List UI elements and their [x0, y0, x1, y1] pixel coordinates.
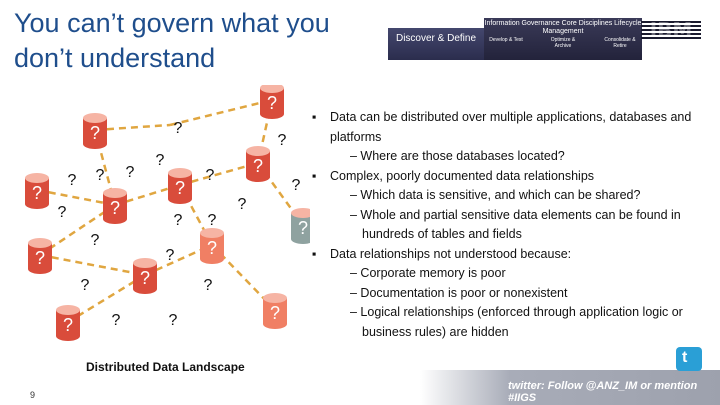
node-question-mark: ? [35, 248, 45, 268]
link-question-mark: ? [58, 204, 67, 221]
relationship-link [39, 253, 146, 277]
ibm-logo-text: IBM [650, 18, 693, 42]
database-node: ? [133, 258, 157, 294]
link-question-mark: ? [204, 277, 213, 294]
database-node: ? [200, 228, 224, 264]
link-question-mark: ? [96, 167, 105, 184]
database-node: ? [28, 238, 52, 274]
database-node: ? [83, 113, 107, 149]
discipline-develop-test[interactable]: Develop & Test [489, 37, 523, 43]
bullet-item: Data relationships not understood becaus… [310, 245, 716, 265]
database-node: ? [246, 146, 270, 182]
footer: twitter: Follow @ANZ_IM or mention #IIGS [0, 370, 720, 405]
discipline-consolidate-retire[interactable]: Consolidate & Retire [604, 37, 636, 49]
database-node: ? [260, 85, 284, 119]
link-question-mark: ? [81, 277, 90, 294]
node-question-mark: ? [207, 238, 217, 258]
page-number: 9 [30, 390, 36, 400]
bullet-item: – Which data is sensitive, and which can… [350, 188, 641, 202]
link-question-mark: ? [112, 312, 121, 329]
node-question-mark: ? [32, 183, 42, 203]
distributed-data-diagram: ???????????? ?????????????????? [25, 85, 310, 341]
relationship-link [169, 98, 273, 127]
database-node: ? [263, 293, 287, 329]
link-question-mark: ? [156, 152, 165, 169]
relationship-link [94, 123, 171, 132]
governance-header: Discover & Define Information Governance… [388, 18, 643, 60]
slide-title: You can’t govern what you don’t understa… [14, 8, 330, 73]
relationship-link [36, 188, 116, 207]
relationship-link [39, 203, 116, 257]
database-node: ? [103, 188, 127, 224]
link-question-mark: ? [166, 247, 175, 264]
bullet-list: Data can be distributed over multiple ap… [310, 108, 716, 342]
link-question-mark: ? [206, 167, 215, 184]
link-question-mark: ? [238, 196, 247, 213]
link-question-mark: ? [292, 177, 301, 194]
link-question-mark: ? [208, 212, 217, 229]
relationship-link [67, 273, 146, 324]
footer-bar [420, 370, 720, 405]
link-question-mark: ? [174, 212, 183, 229]
bullet-item: – Corporate memory is poor [350, 266, 506, 280]
link-question-mark: ? [169, 312, 178, 329]
link-question-mark: ? [126, 164, 135, 181]
node-question-mark: ? [298, 218, 308, 238]
link-question-mark: ? [278, 132, 287, 149]
node-question-mark: ? [90, 123, 100, 143]
diagram-caption: Distributed Data Landscape [86, 360, 245, 374]
twitter-follow-text[interactable]: twitter: Follow @ANZ_IM or mention #IIGS [508, 380, 698, 404]
node-question-mark: ? [63, 315, 73, 335]
relationship-link [179, 161, 259, 187]
database-node: ? [291, 208, 310, 244]
link-question-mark: ? [68, 172, 77, 189]
link-question-mark: ? [174, 120, 183, 137]
ibm-logo: IBM [641, 18, 701, 42]
discover-define-tab[interactable]: Discover & Define [388, 28, 484, 60]
database-node: ? [25, 173, 49, 209]
bullet-item: – Documentation is poor or nonexistent [350, 285, 568, 300]
node-question-mark: ? [110, 198, 120, 218]
node-question-mark: ? [253, 156, 263, 176]
bullet-item: Data can be distributed over multiple ap… [310, 108, 716, 147]
governance-disciplines-bar: Information Governance Core Disciplines … [484, 18, 642, 60]
database-node: ? [168, 168, 192, 204]
twitter-bird-icon[interactable]: t [676, 347, 702, 371]
bullet-item: Complex, poorly documented data relation… [310, 167, 716, 187]
governance-title: Information Governance Core Disciplines … [484, 20, 642, 35]
database-node: ? [56, 305, 80, 341]
discipline-optimize-archive[interactable]: Optimize & Archive [550, 37, 576, 49]
node-question-mark: ? [270, 303, 280, 323]
bullet-item: – Where are those databases located? [350, 149, 565, 163]
bullet-item: – Logical relationships (enforced throug… [350, 305, 683, 339]
node-question-mark: ? [267, 93, 277, 113]
node-question-mark: ? [140, 268, 150, 288]
link-question-mark: ? [91, 232, 100, 249]
bullet-item: – Whole and partial sensitive data eleme… [350, 207, 681, 242]
node-question-mark: ? [175, 178, 185, 198]
